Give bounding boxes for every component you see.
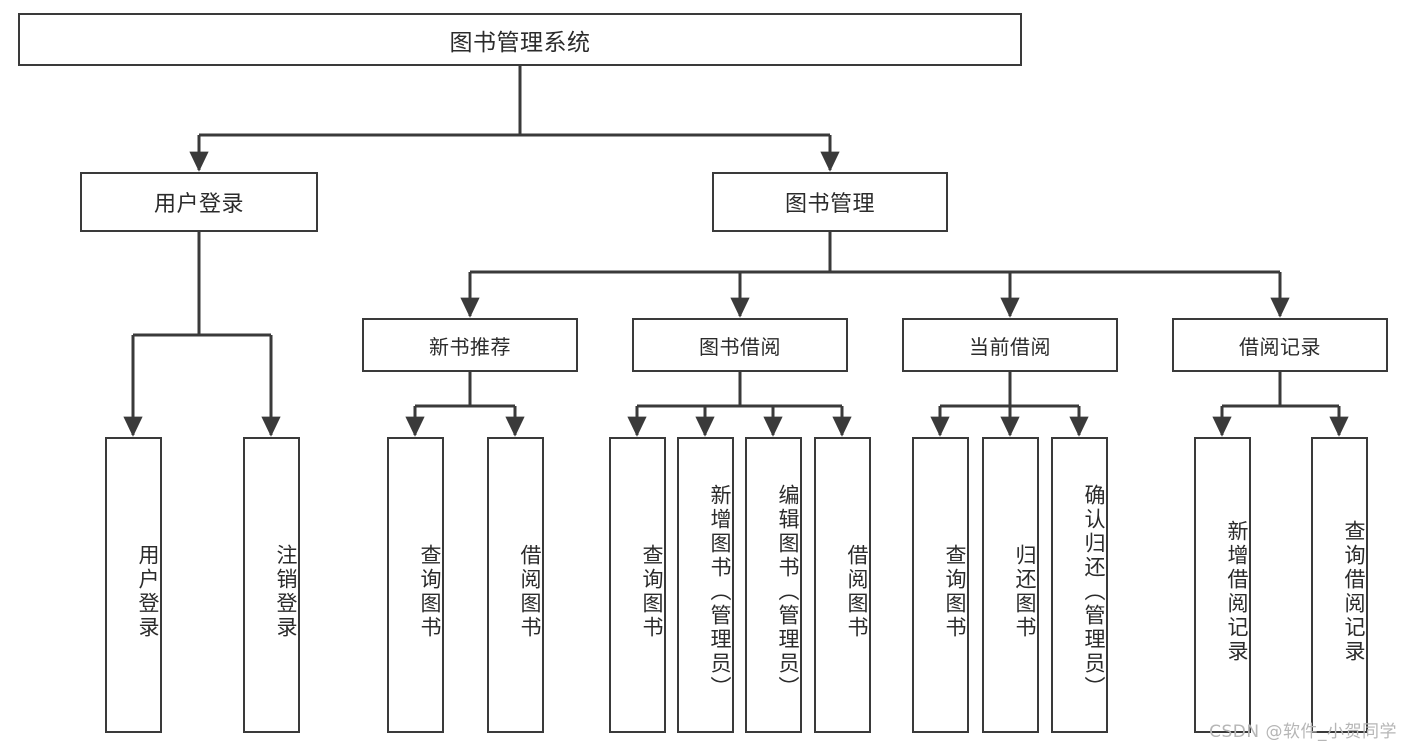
- leaf-query-borrowing-record-label: 查询借阅记录: [1342, 520, 1366, 664]
- leaf-query-book-borrowing[interactable]: 查询图书: [609, 437, 666, 733]
- leaf-add-borrowing-record[interactable]: 新增借阅记录: [1194, 437, 1251, 733]
- leaf-logout[interactable]: 注销登录: [243, 437, 300, 733]
- leaf-query-book-borrowing-label: 查询图书: [640, 544, 664, 640]
- node-root-book-management-system[interactable]: 图书管理系统: [18, 13, 1022, 66]
- node-current-borrowing[interactable]: 当前借阅: [902, 318, 1118, 372]
- leaf-return-book[interactable]: 归还图书: [982, 437, 1039, 733]
- leaf-confirm-return-admin[interactable]: 确认归还（管理员）: [1051, 437, 1108, 733]
- node-user-login[interactable]: 用户登录: [80, 172, 318, 232]
- csdn-watermark: CSDN @软件_小贺同学: [1209, 722, 1397, 742]
- leaf-query-book-current-label: 查询图书: [943, 544, 967, 640]
- leaf-query-borrowing-record[interactable]: 查询借阅记录: [1311, 437, 1368, 733]
- leaf-confirm-return-admin-label: 确认归还（管理员）: [1082, 484, 1106, 700]
- node-current-borrowing-label: 当前借阅: [969, 334, 1051, 359]
- leaf-return-book-label: 归还图书: [1013, 544, 1037, 640]
- leaf-borrow-book-label: 借阅图书: [845, 544, 869, 640]
- node-new-book-recommendation-label: 新书推荐: [429, 334, 511, 359]
- leaf-add-borrowing-record-label: 新增借阅记录: [1225, 520, 1249, 664]
- node-book-borrowing[interactable]: 图书借阅: [632, 318, 848, 372]
- leaf-query-book-recommendation[interactable]: 查询图书: [387, 437, 444, 733]
- leaf-edit-book-admin-label: 编辑图书（管理员）: [776, 484, 800, 700]
- leaf-borrow-book-recommendation[interactable]: 借阅图书: [487, 437, 544, 733]
- leaf-logout-label: 注销登录: [274, 544, 298, 640]
- node-new-book-recommendation[interactable]: 新书推荐: [362, 318, 578, 372]
- leaf-query-book-current[interactable]: 查询图书: [912, 437, 969, 733]
- leaf-user-login[interactable]: 用户登录: [105, 437, 162, 733]
- node-borrowing-record-label: 借阅记录: [1239, 334, 1321, 359]
- node-borrowing-record[interactable]: 借阅记录: [1172, 318, 1388, 372]
- node-book-management[interactable]: 图书管理: [712, 172, 948, 232]
- leaf-edit-book-admin[interactable]: 编辑图书（管理员）: [745, 437, 802, 733]
- node-user-login-label: 用户登录: [153, 192, 244, 217]
- node-root-label: 图书管理系统: [449, 29, 591, 56]
- node-book-borrowing-label: 图书借阅: [699, 334, 781, 359]
- leaf-user-login-label: 用户登录: [136, 544, 160, 640]
- leaf-borrow-book-recommendation-label: 借阅图书: [518, 544, 542, 640]
- leaf-add-book-admin-label: 新增图书（管理员）: [708, 484, 732, 700]
- node-book-management-label: 图书管理: [784, 192, 875, 217]
- leaf-query-book-recommendation-label: 查询图书: [418, 544, 442, 640]
- leaf-add-book-admin[interactable]: 新增图书（管理员）: [677, 437, 734, 733]
- leaf-borrow-book[interactable]: 借阅图书: [814, 437, 871, 733]
